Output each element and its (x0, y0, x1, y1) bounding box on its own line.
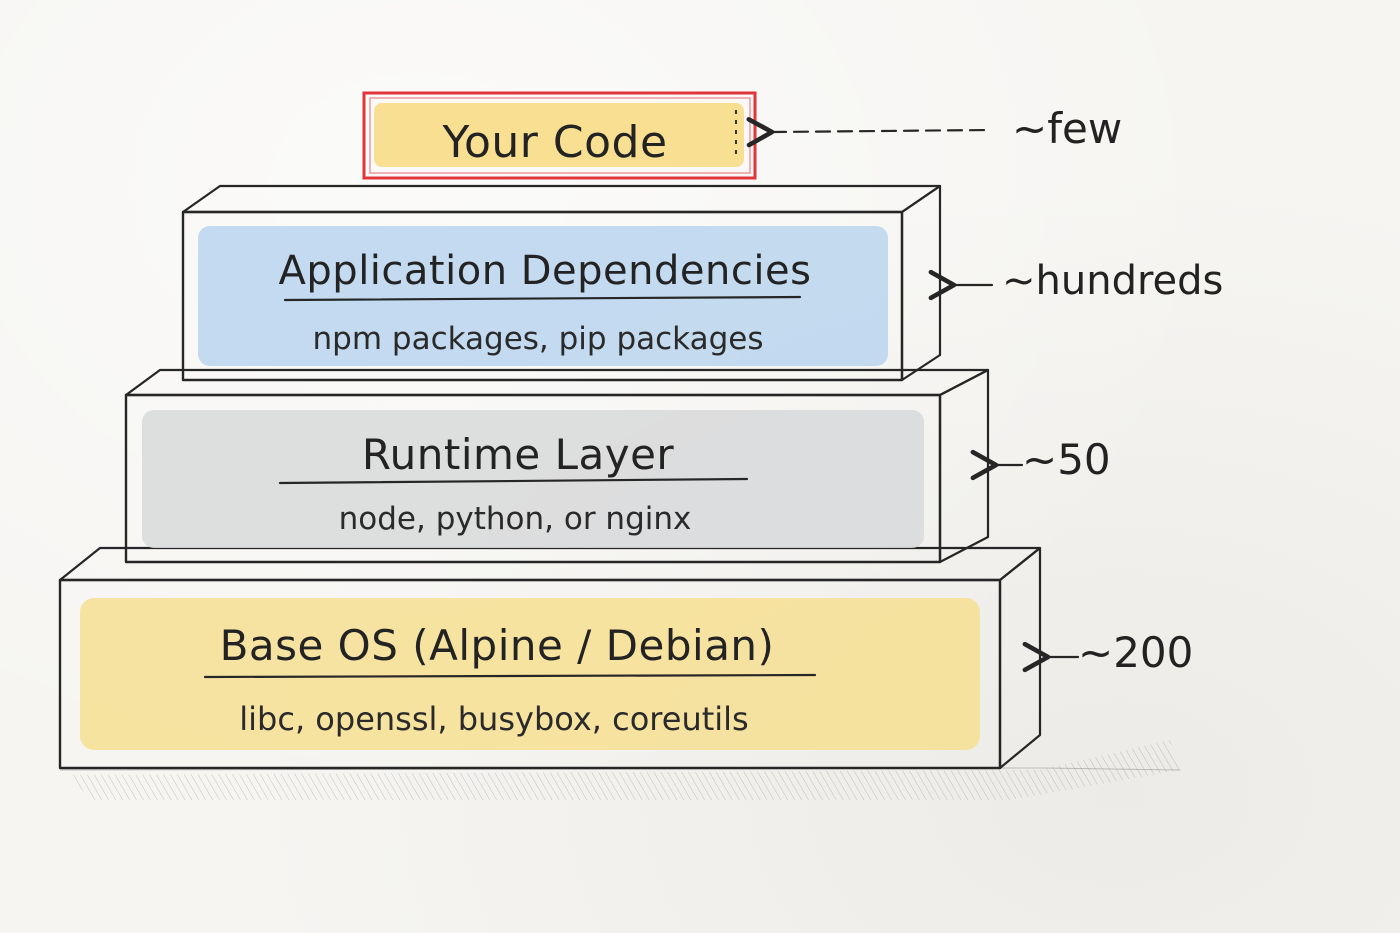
your-code-title: Your Code (441, 117, 667, 168)
runtime-underline (278, 477, 749, 485)
app-deps-front-face (181, 210, 904, 382)
runtime-wash (142, 410, 924, 548)
count-annotation-base-os: ~200 (1022, 628, 1193, 677)
base-os-side-face (998, 546, 1042, 770)
runtime-subtitle: node, python, or nginx (339, 501, 692, 537)
count-annotations: ~few ~hundreds ~50 ~200 (746, 104, 1223, 677)
runtime-side-face (938, 368, 990, 564)
app-deps-title: Application Dependencies (279, 248, 812, 294)
arrow-your-code (746, 117, 992, 148)
runtime-title: Runtime Layer (362, 430, 675, 479)
count-annotation-runtime: ~50 (970, 435, 1111, 484)
app-deps-top-face (181, 184, 942, 214)
count-your-code: ~few (1012, 104, 1122, 153)
count-annotation-app-deps: ~hundreds (928, 258, 1223, 304)
layer-your-code: Your Code (362, 91, 757, 180)
count-base-os: ~200 (1078, 628, 1193, 677)
base-os-top-face (58, 546, 1042, 582)
layer-runtime: Runtime Layer node, python, or nginx (124, 368, 990, 564)
base-os-front-face (58, 578, 1002, 770)
app-deps-underline (283, 295, 802, 302)
base-os-underline (203, 673, 817, 679)
runtime-top-face (124, 368, 990, 397)
base-os-wash (80, 598, 980, 750)
layer-app-dependencies: Application Dependencies npm packages, p… (181, 184, 942, 382)
count-annotation-your-code: ~few (746, 104, 1122, 153)
app-deps-wash (198, 226, 888, 366)
count-app-deps: ~hundreds (1002, 258, 1223, 304)
app-deps-side-face (900, 184, 942, 382)
your-code-wash (374, 103, 744, 167)
base-os-title: Base OS (Alpine / Debian) (220, 621, 775, 670)
app-deps-subtitle: npm packages, pip packages (313, 321, 764, 357)
count-runtime: ~50 (1022, 435, 1111, 484)
runtime-front-face (124, 393, 942, 564)
layer-base-os: Base OS (Alpine / Debian) libc, openssl,… (58, 546, 1042, 770)
base-os-subtitle: libc, openssl, busybox, coreutils (239, 700, 748, 738)
ground-shadow (59, 740, 1181, 800)
